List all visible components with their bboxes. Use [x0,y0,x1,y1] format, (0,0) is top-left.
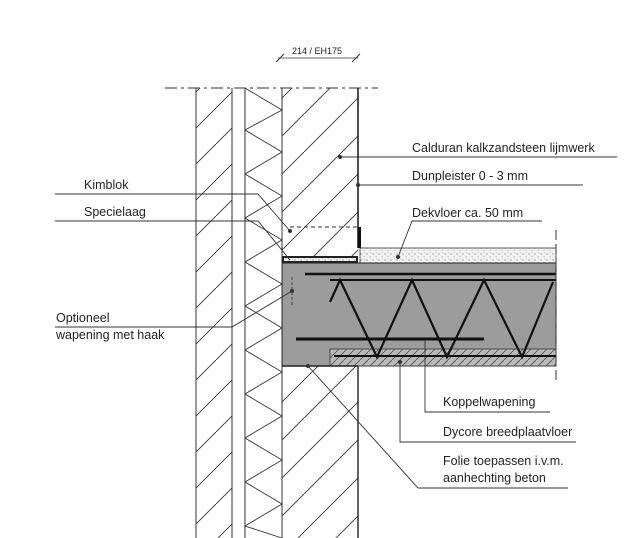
label-dycore: Dycore breedplaatvloer [443,425,572,439]
label-aanhechting-beton: aanhechting beton [443,471,546,485]
screed [359,247,557,264]
label-wapening-met-haak: wapening met haak [55,328,165,342]
mortar-layer [284,258,356,261]
label-calduran: Calduran kalkzandsteen lijmwerk [412,141,595,155]
inner-leaf-lower [282,365,359,538]
section-reference: 214 / EH175 [275,46,361,63]
label-kimblok: Kimblok [84,178,129,192]
concrete-slab [281,262,557,367]
leader-lines [55,156,617,489]
insulation-layer [243,87,283,538]
label-folie: Folie toepassen i.v.m. [443,454,564,468]
label-specielaag: Specielaag [84,205,146,219]
lattice-girder [328,277,555,360]
outer-leaf [195,88,233,538]
label-dunpleister: Dunpleister 0 - 3 mm [412,169,528,183]
label-dekvloer: Dekvloer ca. 50 mm [412,206,523,220]
leader-dots [288,155,402,368]
label-koppelwapening: Koppelwapening [443,395,535,409]
label-optioneel: Optioneel [56,311,110,325]
reference-label: 214 / EH175 [292,46,342,56]
